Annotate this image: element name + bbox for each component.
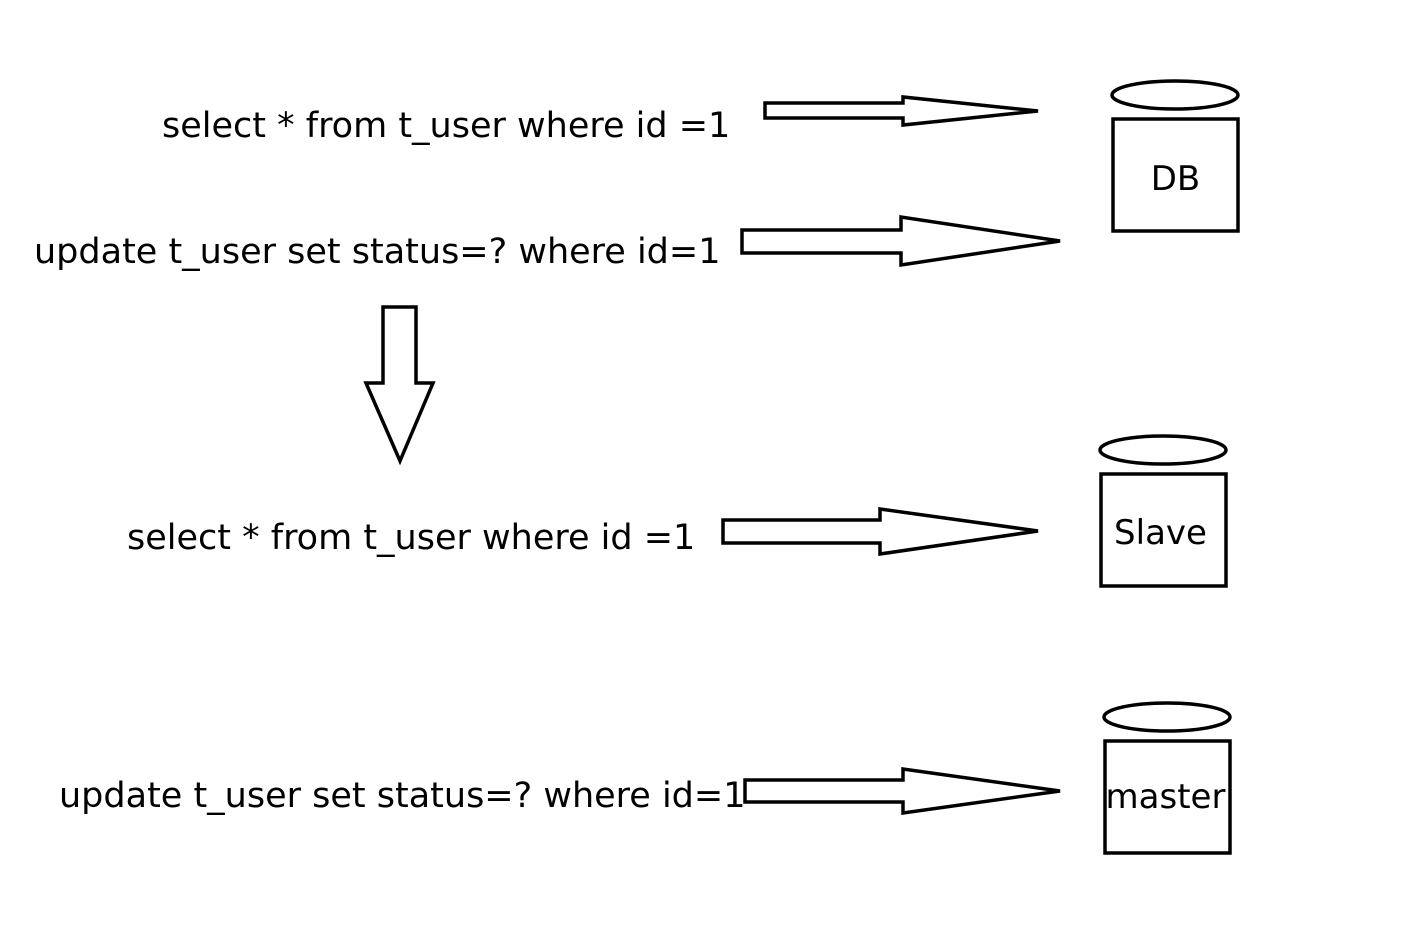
arrow-select2-to-slave [721, 506, 1039, 557]
statement-select-1: select * from t_user where id =1 [162, 106, 731, 146]
master-label: master [1105, 777, 1226, 817]
slave-cylinder-top [1098, 434, 1228, 466]
statement-select-2: select * from t_user where id =1 [127, 518, 696, 558]
db-label: DB [1150, 159, 1201, 199]
statement-update-1: update t_user set status=? where id=1 [34, 232, 721, 272]
master-cylinder [1102, 701, 1232, 855]
arrow-select1-to-db [763, 95, 1039, 127]
db-cylinder-body [1111, 117, 1240, 233]
arrow-down-update1-to-select2 [363, 305, 436, 466]
db-cylinder-top [1110, 79, 1240, 111]
arrow-update1-to-db [740, 214, 1061, 268]
slave-label: Slave [1114, 513, 1207, 553]
statement-update-2: update t_user set status=? where id=1 [59, 776, 746, 816]
arrow-update2-to-master [743, 766, 1061, 816]
db-cylinder [1110, 79, 1240, 233]
master-cylinder-body [1103, 739, 1232, 855]
master-cylinder-top [1102, 701, 1232, 733]
slave-cylinder [1098, 434, 1228, 588]
slave-cylinder-body [1099, 472, 1228, 588]
